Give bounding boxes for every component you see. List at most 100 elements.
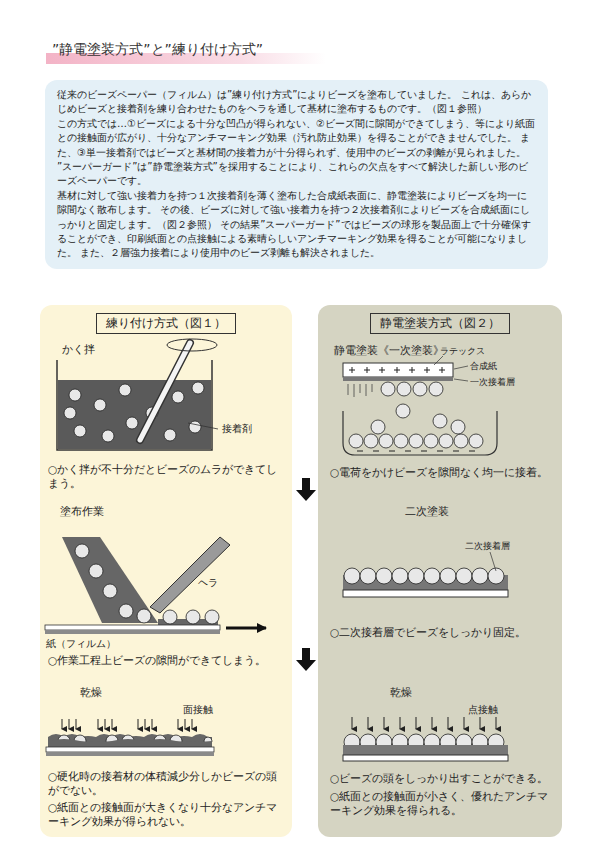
panel-heading: 静電塗装方式（図２） [370, 313, 510, 334]
art-line [226, 627, 266, 630]
art-polyline [57, 360, 212, 450]
caption-note: ○二次接着層でビーズをしっかり固定。 [330, 625, 558, 639]
art-line [432, 717, 433, 729]
art-circle [381, 382, 395, 396]
art-line [405, 451, 411, 452]
intro-paragraph: この方式では…①ビーズによる十分な凹凸が得られない、②ビーズ間に隙間ができてしま… [57, 117, 536, 160]
art-circle [74, 425, 86, 437]
page-title: ”静電塗装方式”と”練り付け方式” [52, 40, 263, 59]
part-label: ヘラ [198, 576, 218, 590]
panel-heading: 練り付け方式（図１） [96, 313, 236, 334]
art-circle [396, 404, 410, 418]
part-label: 合成紙 [470, 360, 497, 372]
art-circle [469, 434, 483, 448]
art-circle [205, 610, 219, 624]
part-label: 乾燥 [80, 686, 102, 701]
art-line [448, 717, 449, 729]
art-line [464, 717, 465, 729]
art-circle [424, 568, 440, 584]
art-line [178, 719, 179, 729]
art-rect [343, 377, 453, 381]
art-circle [137, 609, 151, 623]
art-circle [376, 568, 392, 584]
art-line [138, 719, 139, 729]
art-line [490, 552, 496, 571]
intro-text-box: 従来のビーズペーパー（フィルム）は”練り付け方式”によりビーズを塗布していました… [45, 80, 548, 269]
art-line [366, 384, 367, 396]
art-circle [472, 568, 488, 584]
art-line [368, 717, 369, 729]
art-line [400, 717, 401, 729]
art-circle [189, 421, 201, 433]
art-rect [45, 630, 220, 634]
art-circle [394, 434, 408, 448]
art-circle [451, 420, 465, 434]
art-line [427, 367, 428, 373]
art-line [442, 367, 443, 373]
art-circle [454, 434, 468, 448]
art-rect [58, 380, 211, 449]
art-circle [397, 382, 411, 396]
art-line [496, 717, 497, 729]
art-circle [64, 407, 76, 419]
art-line [188, 423, 218, 429]
art-line [454, 366, 468, 369]
art-line [389, 451, 395, 452]
caption-note: ○電荷をかけビーズを隙間なく均一に接着。 [330, 465, 558, 479]
art-g [75, 544, 151, 623]
art-line [145, 719, 146, 729]
art-line [384, 717, 385, 729]
art-line [105, 719, 106, 729]
art-line [112, 719, 113, 729]
art-line [348, 384, 349, 395]
art-line [453, 451, 459, 452]
intro-paragraph: ”スーパーガード”は”静電塗装方式”を採用することにより、これらの欠点をすべて解… [57, 160, 536, 189]
art-circle [192, 382, 204, 394]
art-rect [343, 363, 453, 377]
art-circle [433, 414, 447, 428]
part-label: 乾燥 [390, 686, 412, 701]
art-circle [103, 584, 117, 598]
intro-paragraph: 従来のビーズペーパー（フィルム）は”練り付け方式”によりビーズを塗布していました… [57, 88, 536, 117]
art-rect [45, 625, 220, 630]
art-line [437, 451, 443, 452]
caption-note: ○紙面との接触面が大きくなり十分なアンチマーキング効果が得られない。 [48, 800, 284, 828]
art-circle [344, 568, 360, 584]
art-circle [119, 604, 133, 618]
art-line [382, 367, 383, 373]
art-line [62, 719, 63, 729]
caption-note: ○作業工程上ビーズの隙間ができてしまう。 [48, 653, 284, 667]
part-label: 一次接着層 [470, 376, 515, 388]
art-line [352, 717, 353, 729]
art-g [344, 568, 504, 584]
art-line [421, 451, 427, 452]
art-line [357, 451, 363, 452]
art-circle [413, 382, 427, 396]
art-circle [409, 434, 423, 448]
art-g [163, 610, 219, 624]
art-circle [424, 434, 438, 448]
art-g [381, 382, 447, 428]
art-g [348, 384, 372, 397]
art-line [98, 719, 99, 729]
art-path [343, 411, 497, 455]
art-circle [89, 564, 103, 578]
art-line [360, 384, 361, 393]
art-circle [456, 568, 472, 584]
art-circle [102, 430, 114, 442]
art-circle [163, 610, 177, 624]
part-label: 紙（フィルム） [46, 637, 116, 651]
art-circle [429, 382, 443, 396]
art-circle [119, 384, 131, 396]
art-circle [94, 399, 106, 411]
art-g [352, 717, 496, 729]
art-polygon [150, 537, 230, 613]
art-rect [46, 752, 214, 756]
art-line [372, 384, 373, 392]
art-circle [440, 568, 456, 584]
part-label: 静電塗装《一次塗装》 [334, 343, 444, 357]
art-line [140, 343, 190, 440]
part-label: 二次接着層 [465, 540, 510, 552]
art-circle [360, 568, 376, 584]
art-line [367, 367, 368, 373]
